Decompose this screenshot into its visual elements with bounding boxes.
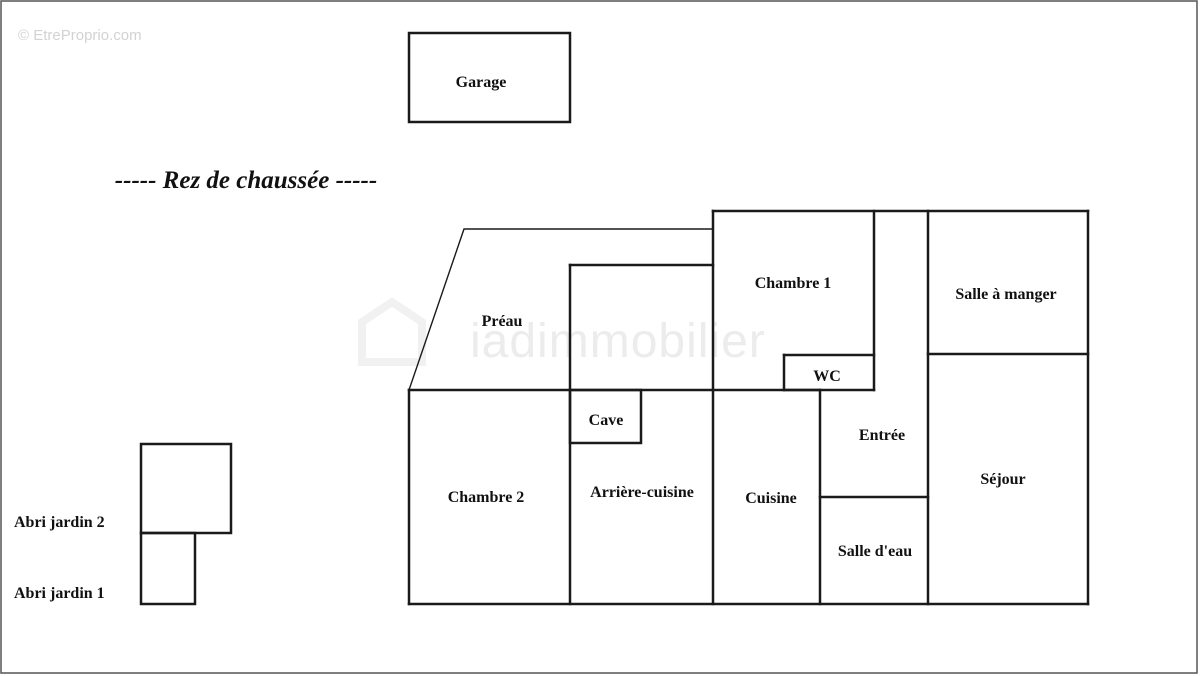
garage-outline xyxy=(407,31,572,124)
watermark-text: iadimmobilier xyxy=(470,315,766,368)
house-walls xyxy=(407,209,1090,606)
arriere-cuisine-label: Arrière-cuisine xyxy=(590,484,694,501)
salle-a-manger-label: Salle à manger xyxy=(955,286,1056,303)
cuisine-label: Cuisine xyxy=(745,490,797,507)
wc-label: WC xyxy=(813,368,841,385)
sejour-label: Séjour xyxy=(980,471,1025,488)
abri-jardin-1-label: Abri jardin 1 xyxy=(14,585,105,602)
copyright-text: © EtreProprio.com xyxy=(18,27,142,44)
preau-label: Préau xyxy=(482,313,523,330)
garage-label: Garage xyxy=(456,74,507,91)
floor-title: ----- Rez de chaussée ----- xyxy=(115,167,377,194)
abri-jardin-2-label: Abri jardin 2 xyxy=(14,514,105,531)
cave-label: Cave xyxy=(589,412,624,429)
entree-label: Entrée xyxy=(859,427,905,444)
abri-jardin-1-outline xyxy=(139,531,197,606)
salle-d-eau-label: Salle d'eau xyxy=(838,543,912,560)
watermark-logo xyxy=(358,297,426,366)
abri-jardin-2-outline xyxy=(139,442,233,535)
chambre-1-label: Chambre 1 xyxy=(755,275,832,292)
chambre-2-label: Chambre 2 xyxy=(448,489,525,506)
